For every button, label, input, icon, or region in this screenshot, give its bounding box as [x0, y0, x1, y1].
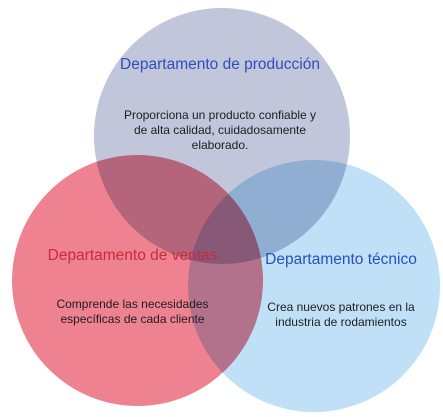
technical-title: Departamento técnico [265, 251, 417, 268]
circle-technical [188, 160, 440, 412]
production-title: Departamento de producción [120, 56, 320, 73]
technical-description: Crea nuevos patrones en la industria de … [267, 300, 415, 329]
sales-title: Departamento de ventas [47, 247, 218, 264]
sales-description: Comprende las necesidades específicas de… [56, 297, 209, 326]
production-description: Proporciona un producto confiable y de a… [123, 108, 317, 152]
